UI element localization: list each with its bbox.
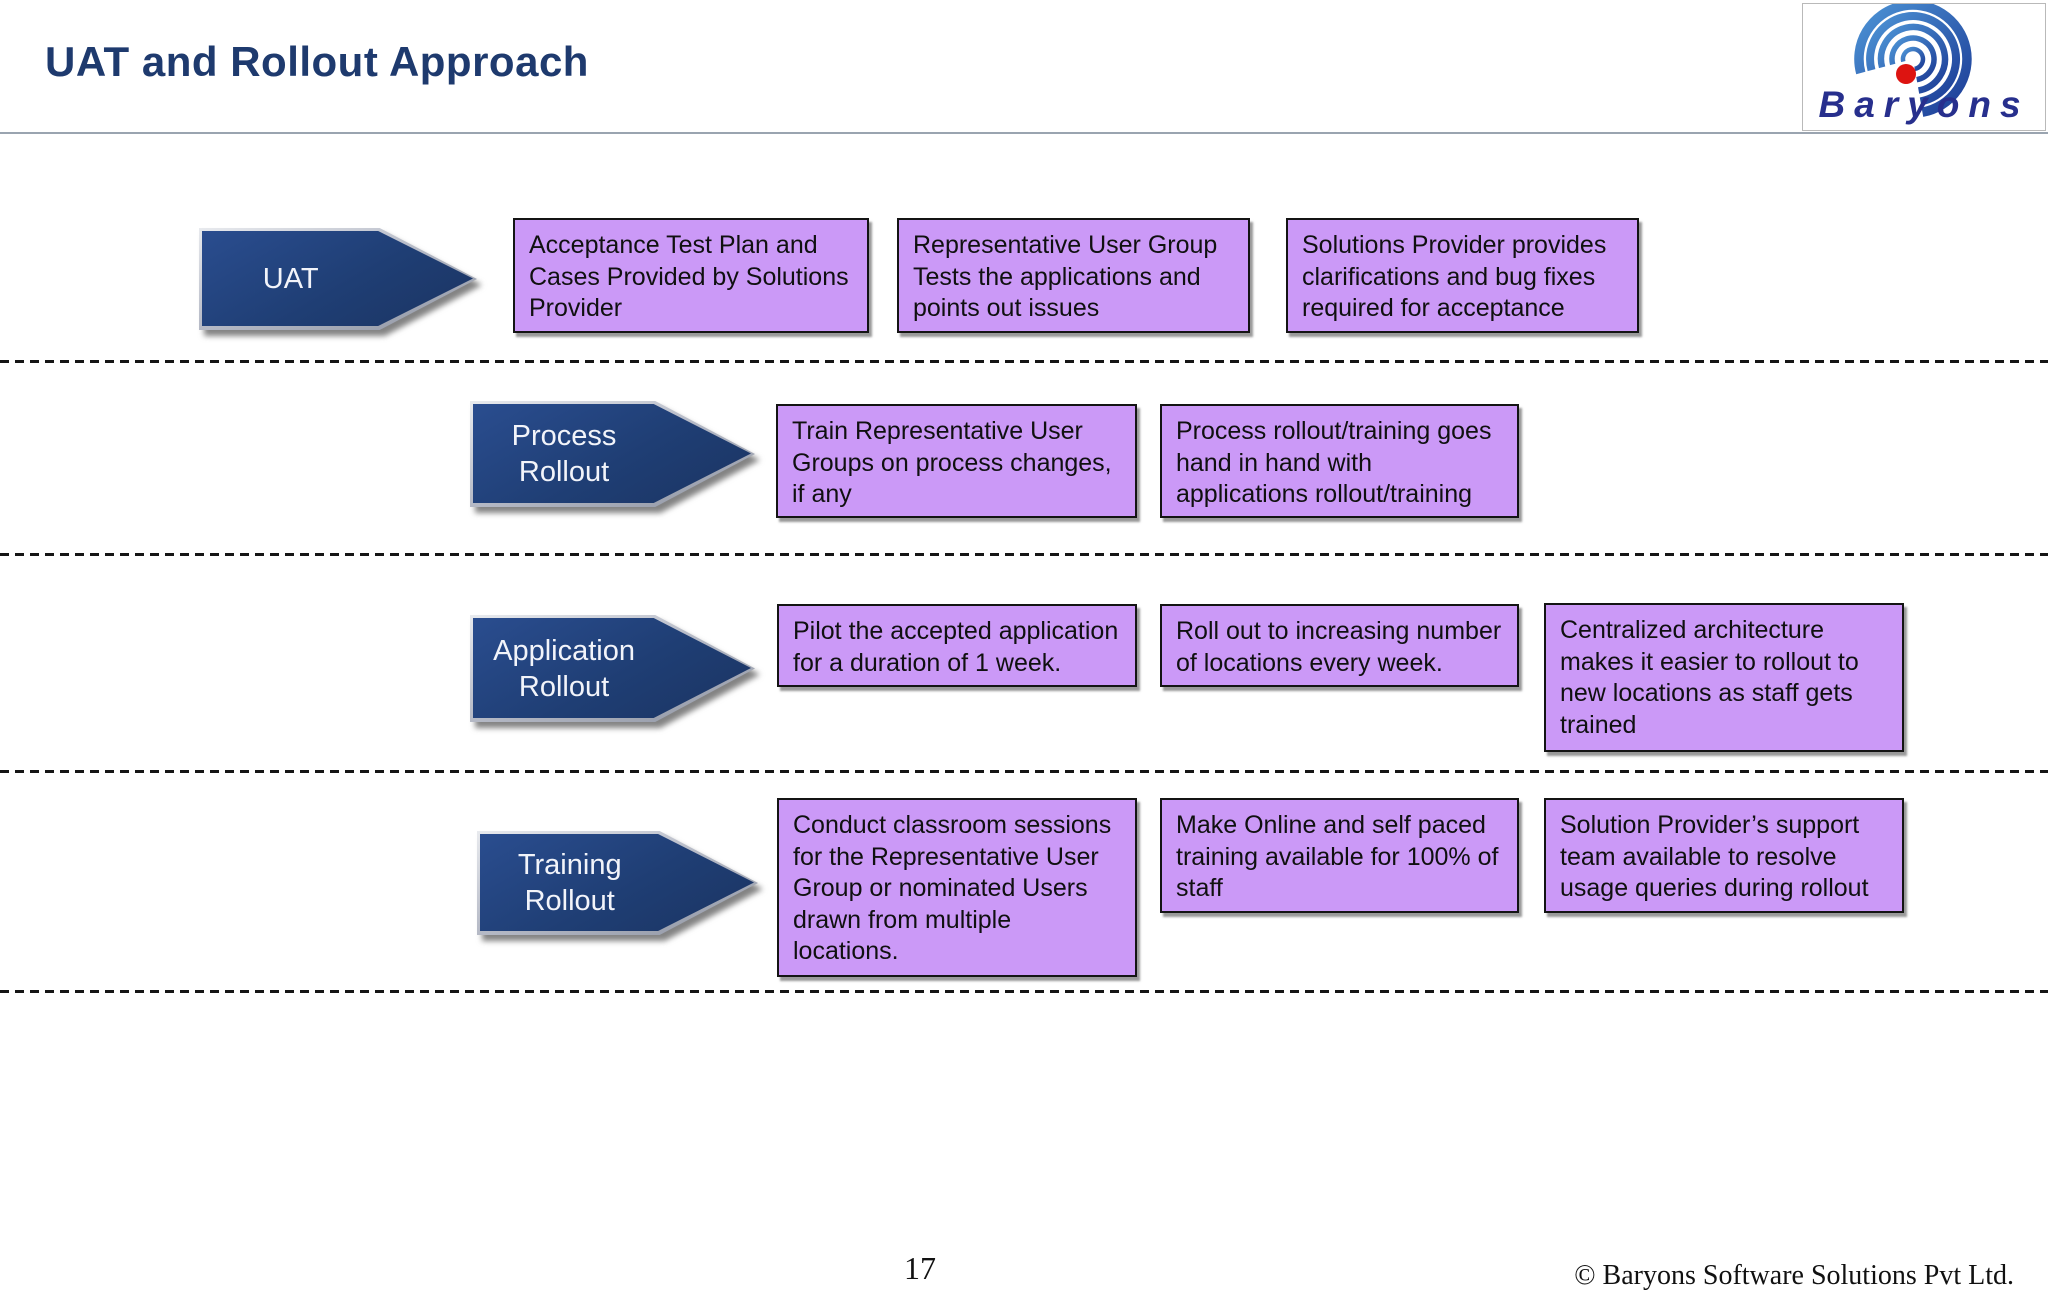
info-box: Solutions Provider provides clarificatio… bbox=[1286, 218, 1639, 333]
info-box: Pilot the accepted application for a dur… bbox=[777, 604, 1137, 687]
row-separator bbox=[0, 990, 2048, 993]
info-box-text: Acceptance Test Plan and Cases Provided … bbox=[529, 231, 849, 322]
info-box-text: Train Representative User Groups on proc… bbox=[792, 417, 1112, 508]
header-divider bbox=[0, 132, 2048, 134]
info-box: Centralized architecture makes it easier… bbox=[1544, 603, 1904, 752]
info-box-text: Solution Provider’s support team availab… bbox=[1560, 811, 1869, 902]
logo-red-dot bbox=[1896, 64, 1916, 84]
page-title: UAT and Rollout Approach bbox=[45, 38, 589, 85]
info-box-text: Roll out to increasing number of locatio… bbox=[1176, 617, 1502, 677]
row-separator bbox=[0, 553, 2048, 556]
stage-arrow-label: Process Rollout bbox=[511, 420, 617, 488]
stage-arrow-label: Training Rollout bbox=[517, 849, 622, 917]
stage-arrow-uat: UAT bbox=[199, 228, 477, 330]
page-number: 17 bbox=[904, 1250, 936, 1286]
info-box-text: Conduct classroom sessions for the Repre… bbox=[793, 811, 1112, 965]
info-box-text: Representative User Group Tests the appl… bbox=[913, 231, 1218, 322]
company-logo: Baryons bbox=[1802, 3, 2046, 131]
row-separator bbox=[0, 770, 2048, 773]
stage-arrow-training-rollout: Training Rollout bbox=[477, 831, 758, 935]
info-box: Train Representative User Groups on proc… bbox=[776, 404, 1137, 518]
radar-arcs-icon bbox=[1854, 4, 1972, 117]
info-box-text: Process rollout/training goes hand in ha… bbox=[1176, 417, 1492, 508]
info-box: Process rollout/training goes hand in ha… bbox=[1160, 404, 1519, 518]
info-box-text: Make Online and self paced training avai… bbox=[1176, 811, 1499, 902]
logo-wordmark: Baryons bbox=[1818, 84, 2030, 125]
stage-arrow-label: UAT bbox=[262, 263, 319, 295]
info-box-text: Centralized architecture makes it easier… bbox=[1560, 616, 1859, 739]
stage-arrow-label: Application Rollout bbox=[493, 634, 635, 703]
info-box: Representative User Group Tests the appl… bbox=[897, 218, 1250, 333]
info-box-text: Pilot the accepted application for a dur… bbox=[793, 617, 1119, 677]
copyright-text: © Baryons Software Solutions Pvt Ltd. bbox=[1574, 1260, 2014, 1291]
info-box: Solution Provider’s support team availab… bbox=[1544, 798, 1904, 913]
stage-arrow-application-rollout: Application Rollout bbox=[470, 615, 755, 722]
row-separator bbox=[0, 360, 2048, 363]
info-box: Roll out to increasing number of locatio… bbox=[1160, 604, 1519, 687]
info-box: Make Online and self paced training avai… bbox=[1160, 798, 1519, 913]
stage-arrow-process-rollout: Process Rollout bbox=[470, 401, 755, 507]
info-box: Conduct classroom sessions for the Repre… bbox=[777, 798, 1137, 977]
info-box-text: Solutions Provider provides clarificatio… bbox=[1302, 231, 1607, 322]
info-box: Acceptance Test Plan and Cases Provided … bbox=[513, 218, 869, 333]
